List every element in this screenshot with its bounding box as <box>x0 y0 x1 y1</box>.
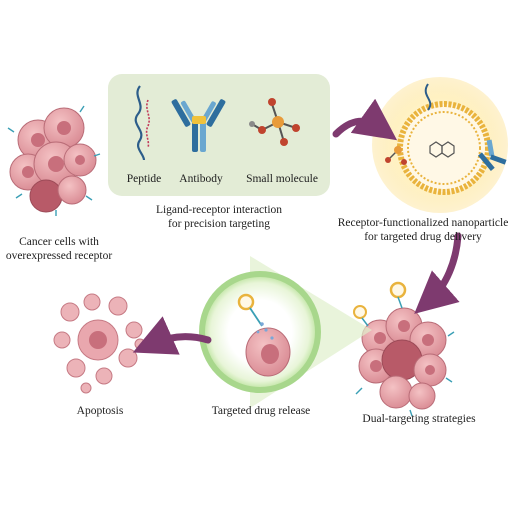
peptide-strand-icon <box>134 85 150 161</box>
arrow-nanoparticle-to-cluster <box>414 232 462 314</box>
ligand-panel-caption: Ligand-receptor interaction for precisio… <box>124 203 314 231</box>
small-molecule-label: Small molecule <box>246 173 318 185</box>
dual-targeting-label: Dual-targeting strategies <box>362 413 476 425</box>
drug-molecule-icon <box>429 141 455 158</box>
ligand-panel <box>108 74 330 196</box>
dual-targeting-cluster <box>353 281 455 417</box>
nanoparticle <box>372 77 508 213</box>
ligand-caption-line2: for precision targeting <box>168 218 270 230</box>
antibody-icon <box>171 99 226 152</box>
ligand-caption-line1: Ligand-receptor interaction <box>155 204 283 216</box>
released-drug-dots <box>256 322 274 340</box>
nanoparticle-line1: Receptor-functionalized nanoparticle <box>337 217 509 229</box>
arrow-release-to-apoptosis <box>132 316 212 355</box>
nanoparticle-line2: for targeted drug delivery <box>364 231 482 243</box>
drug-release-cell <box>237 293 291 377</box>
small-molecule-icon <box>249 98 300 146</box>
nanoparticle-peptide-icon <box>424 83 432 111</box>
peptide-label: Peptide <box>126 173 162 185</box>
antibody-label: Antibody <box>179 173 223 185</box>
cancer-cells-caption: Cancer cells with overexpressed receptor <box>0 235 118 263</box>
cancer-cells-line2: overexpressed receptor <box>5 250 113 262</box>
drug-release-label: Targeted drug release <box>211 405 311 417</box>
targeting-nanoparticle-icon <box>353 281 407 327</box>
apoptotic-fragments <box>53 293 146 394</box>
lipid-bilayer <box>397 101 491 195</box>
zoom-nanoparticle-icon <box>237 293 255 311</box>
nanoparticle-caption: Receptor-functionalized nanoparticle for… <box>334 216 512 244</box>
nanoparticle-antibody-icon <box>478 139 507 171</box>
nanoparticle-small-molecule-icon <box>385 146 407 165</box>
cancer-cells-line1: Cancer cells with <box>19 236 99 248</box>
apoptosis-label: Apoptosis <box>76 405 124 417</box>
arrow-panel-to-nanoparticle <box>332 98 398 141</box>
cancer-cell-cluster <box>7 105 101 216</box>
